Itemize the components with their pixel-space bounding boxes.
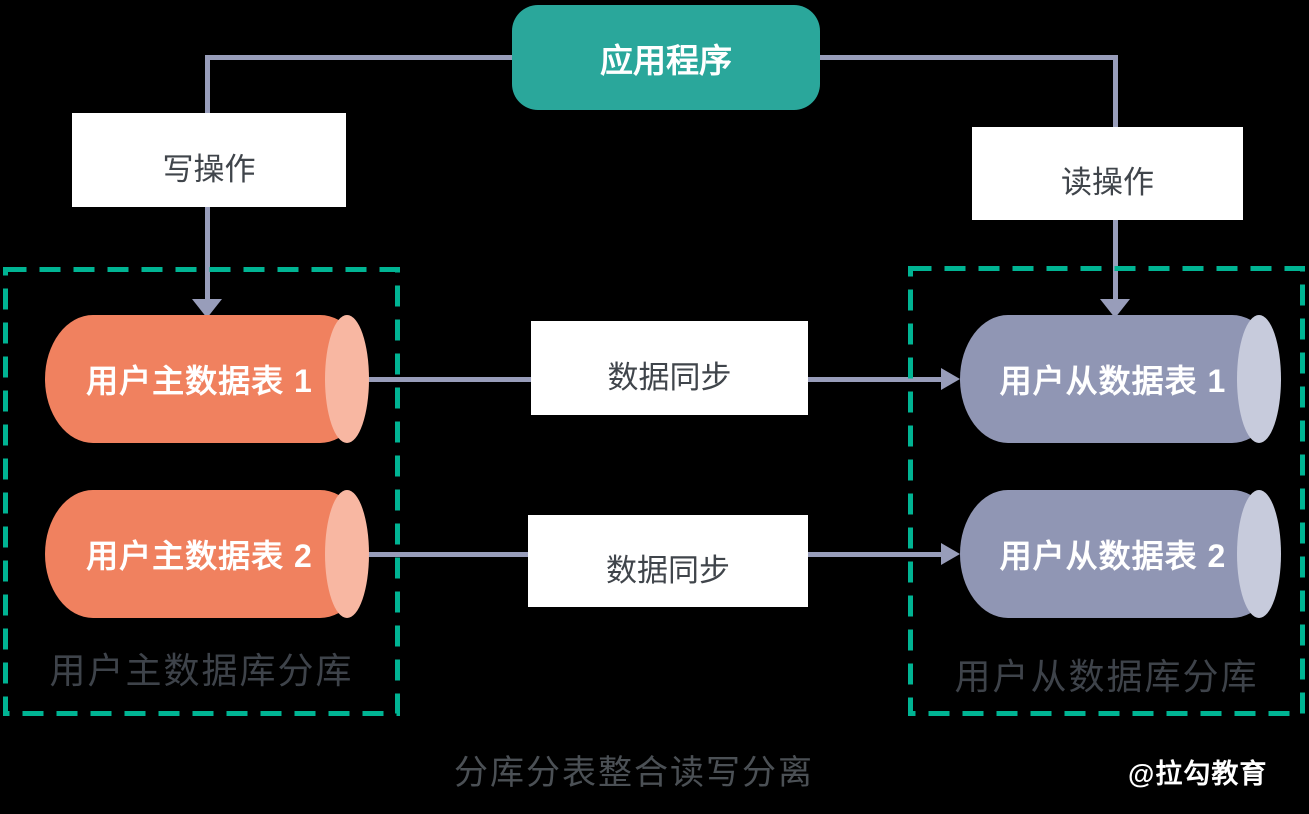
dashed-border	[3, 267, 400, 716]
slave-shard-group: 用户从数据表 1 用户从数据表 2 用户从数据库分库	[908, 266, 1305, 716]
master-table-label-1: 用户主数据表 1	[86, 363, 313, 399]
slave-table-cylinder-1: 用户从数据表 1	[960, 315, 1281, 443]
watermark-label: @拉勾教育	[1128, 759, 1268, 789]
slave-table-label-2: 用户从数据表 2	[999, 538, 1227, 574]
slave-table-label-1: 用户从数据表 1	[999, 363, 1227, 399]
diagram-caption: 分库分表整合读写分离	[454, 754, 814, 792]
master-table-cylinder-2: 用户主数据表 2	[45, 490, 369, 618]
master-shard-group: 用户主数据表 1 用户主数据表 2 用户主数据库分库	[3, 267, 400, 716]
data-sync-label: 数据同步	[607, 359, 732, 395]
app-box: 应用程序	[512, 5, 820, 110]
read-operation-box: 读操作	[972, 127, 1243, 220]
cylinder-cap	[1237, 315, 1281, 443]
cylinder-cap	[325, 490, 369, 618]
data-sync-box-1: 数据同步	[531, 321, 808, 415]
connector-app-to-write	[205, 55, 517, 60]
data-sync-box-2: 数据同步	[528, 515, 808, 607]
arrow-down-icon	[1100, 299, 1130, 318]
arrow-right-icon	[941, 543, 960, 565]
app-box-label: 应用程序	[600, 41, 732, 79]
arrow-down-icon	[192, 299, 222, 318]
connector-app-to-read	[820, 55, 1118, 60]
cylinder-cap	[325, 315, 369, 443]
write-operation-box: 写操作	[72, 113, 346, 207]
data-sync-label: 数据同步	[606, 552, 730, 588]
arrow-right-icon	[941, 368, 960, 390]
read-operation-label: 读操作	[1061, 165, 1154, 200]
master-table-label-2: 用户主数据表 2	[86, 538, 313, 574]
dashed-border	[908, 266, 1305, 716]
slave-group-label: 用户从数据库分库	[954, 656, 1259, 697]
master-group-label: 用户主数据库分库	[49, 650, 354, 691]
master-table-cylinder-1: 用户主数据表 1	[45, 315, 369, 443]
slave-table-cylinder-2: 用户从数据表 2	[960, 490, 1281, 618]
write-operation-label: 写操作	[162, 151, 256, 187]
cylinder-cap	[1237, 490, 1281, 618]
